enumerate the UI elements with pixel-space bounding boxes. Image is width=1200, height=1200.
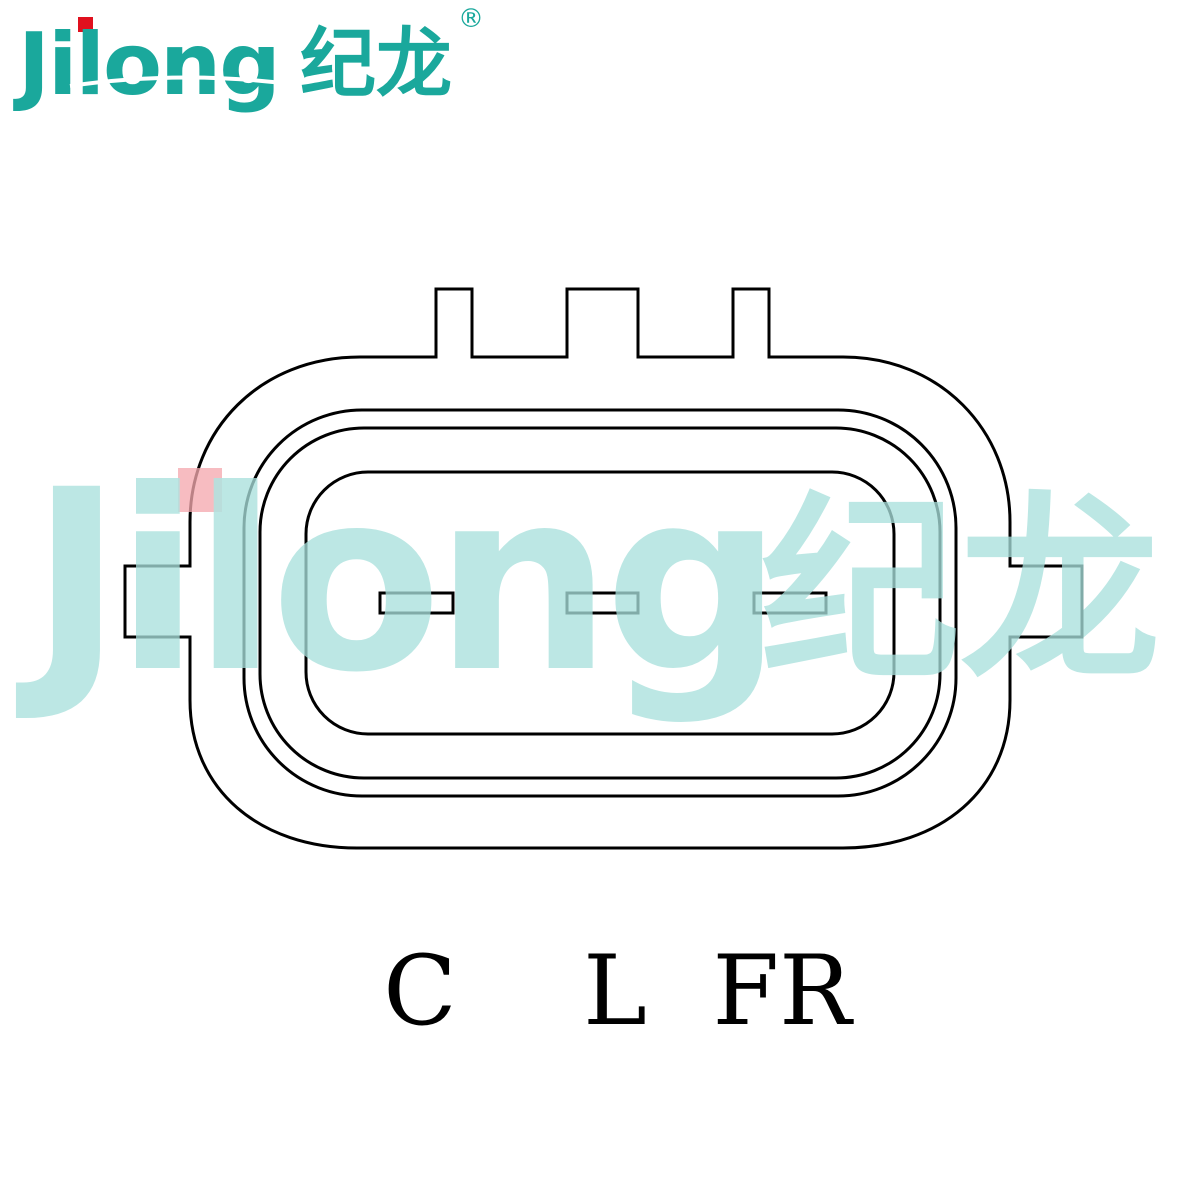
watermark: Jilong 纪龙 [15, 436, 1160, 727]
pin-label-c: C [383, 935, 456, 1047]
connector-inner-ring-outer [242, 408, 958, 798]
pin-label-fr: FR [713, 935, 855, 1047]
watermark-brand-latin: Jilong [15, 436, 775, 727]
brand-logo: Jilong 纪龙 ® [13, 4, 484, 115]
logo-i-dot [78, 17, 93, 32]
pin-slot-fr [752, 591, 828, 615]
watermark-brand-cn: 纪龙 [760, 475, 1160, 708]
connector-inner-ring-inner [258, 426, 942, 780]
connector-pin-cavity [304, 470, 896, 736]
pin-label-l: L [583, 935, 647, 1047]
logo-brand-cn: 纪龙 [300, 19, 452, 108]
logo-registered-mark: ® [458, 4, 484, 34]
watermark-i-dot [178, 468, 222, 512]
logo-brand-latin: Jilong [13, 15, 279, 115]
pin-labels: C L FR [383, 935, 854, 1047]
pin-slot-l [565, 591, 640, 615]
pin-slot-c [378, 591, 455, 615]
logo-swoosh [69, 75, 291, 88]
